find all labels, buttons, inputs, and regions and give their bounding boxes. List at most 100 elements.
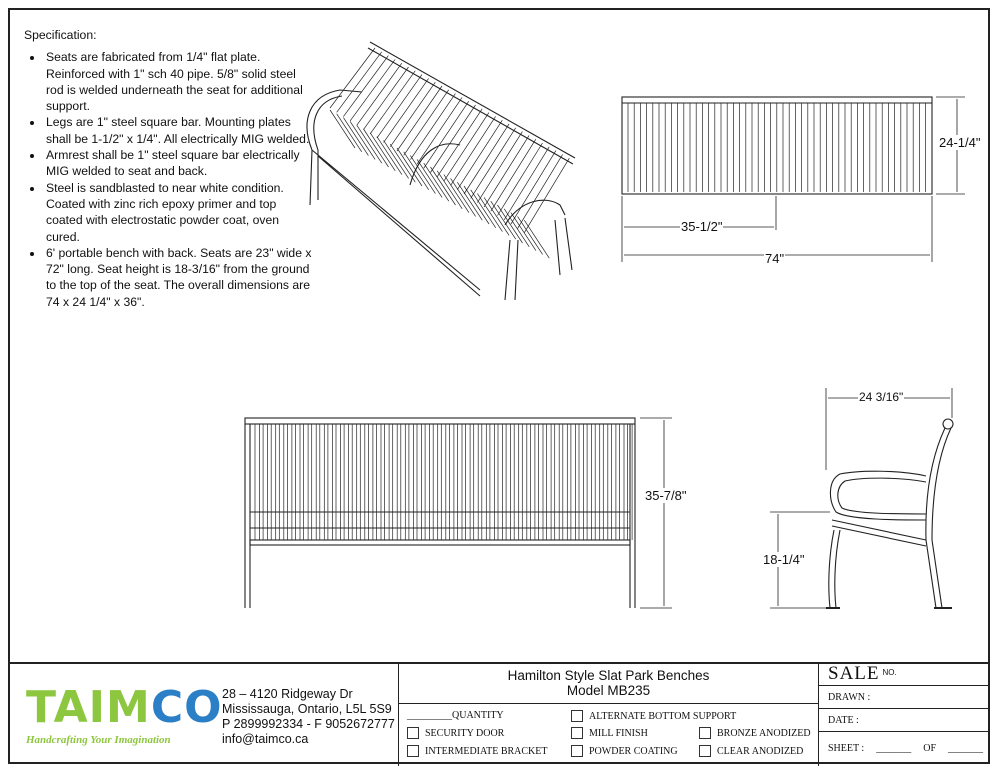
address-line: Mississauga, Ontario, L5L 5S9 bbox=[222, 702, 392, 716]
spec-item: Armrest shall be 1" steel square bar ele… bbox=[44, 147, 314, 180]
slat bbox=[436, 170, 463, 209]
slat bbox=[450, 116, 496, 186]
slat bbox=[343, 55, 389, 117]
slat bbox=[524, 158, 570, 233]
logo-text-blue: CO bbox=[150, 682, 223, 733]
slat bbox=[443, 112, 490, 182]
logo-tagline: Handcrafting Your Imagination bbox=[26, 734, 171, 746]
slat bbox=[416, 97, 463, 165]
slat bbox=[517, 216, 543, 255]
frame-line bbox=[367, 41, 576, 165]
slat bbox=[390, 144, 416, 183]
frame-line bbox=[309, 149, 481, 297]
slat bbox=[329, 47, 376, 109]
slat bbox=[510, 212, 537, 251]
slat bbox=[349, 121, 376, 160]
sale-number: SALE NO. bbox=[818, 663, 990, 686]
checkbox[interactable] bbox=[571, 745, 583, 757]
slat bbox=[356, 62, 403, 126]
sheet-border bbox=[8, 8, 990, 764]
option-intermediate-bracket[interactable]: INTERMEDIATE BRACKET bbox=[407, 745, 548, 757]
slat bbox=[390, 81, 436, 147]
slat bbox=[457, 182, 483, 221]
dim-top-length: 74" bbox=[764, 251, 786, 266]
side-view bbox=[770, 388, 954, 609]
slat bbox=[363, 66, 409, 130]
slat bbox=[356, 125, 383, 164]
address-line: 28 – 4120 Ridgeway Dr bbox=[222, 687, 353, 701]
checkbox[interactable] bbox=[699, 727, 711, 739]
option-clear-anodized[interactable]: CLEAR ANODIZED bbox=[699, 745, 803, 757]
frame-line bbox=[409, 143, 573, 276]
title-options: Hamilton Style Slat Park Benches Model M… bbox=[398, 664, 819, 766]
top-view bbox=[621, 96, 965, 262]
slat bbox=[503, 208, 530, 247]
slat bbox=[416, 159, 443, 198]
slat bbox=[490, 201, 517, 240]
checkbox[interactable] bbox=[407, 745, 419, 757]
slat bbox=[343, 117, 369, 156]
checkbox[interactable] bbox=[699, 745, 711, 757]
slat bbox=[403, 151, 429, 190]
dim-front-height: 35-7/8" bbox=[644, 488, 688, 503]
email: info@taimco.ca bbox=[222, 732, 309, 746]
checkbox[interactable] bbox=[571, 727, 583, 739]
slat bbox=[503, 146, 550, 220]
slat bbox=[363, 128, 389, 168]
slat bbox=[497, 204, 523, 244]
slat bbox=[376, 74, 423, 139]
option-alternate-bottom-support[interactable]: ALTERNATE BOTTOM SUPPORT bbox=[571, 710, 736, 722]
title-line: Hamilton Style Slat Park Benches bbox=[507, 668, 710, 683]
slat bbox=[524, 220, 550, 259]
slat bbox=[457, 120, 503, 190]
date-field[interactable]: DATE : bbox=[818, 709, 990, 732]
slat bbox=[369, 70, 416, 135]
slat bbox=[517, 154, 563, 229]
drawn-field[interactable]: DRAWN : bbox=[818, 686, 990, 709]
slat bbox=[443, 174, 470, 213]
checkbox[interactable] bbox=[571, 710, 583, 722]
slat bbox=[349, 59, 396, 122]
quantity-field[interactable]: _________QUANTITY bbox=[407, 710, 504, 721]
slat bbox=[410, 155, 436, 194]
slat bbox=[410, 93, 456, 160]
slat bbox=[483, 197, 510, 236]
option-bronze-anodized[interactable]: BRONZE ANODIZED bbox=[699, 727, 811, 739]
model-line: Model MB235 bbox=[566, 683, 651, 698]
spec-heading: Specification: bbox=[24, 28, 97, 42]
slat bbox=[423, 101, 470, 169]
dim-seat-height: 18-1/4" bbox=[762, 552, 806, 567]
slat bbox=[423, 163, 450, 202]
spec-item: Seats are fabricated from 1/4" flat plat… bbox=[44, 49, 314, 114]
taimco-logo: TAIMCO Handcrafting Your Imagination bbox=[26, 686, 223, 747]
sheet-field[interactable]: SHEET :_______OF_______ bbox=[828, 742, 984, 754]
option-powder-coating[interactable]: POWDER COATING bbox=[571, 745, 678, 757]
option-security-door[interactable]: SECURITY DOOR bbox=[407, 727, 504, 739]
slat bbox=[369, 132, 396, 171]
specification: Specification: Seats are fabricated from… bbox=[24, 27, 314, 310]
slat bbox=[477, 131, 523, 203]
slat bbox=[497, 142, 543, 216]
spec-item: 6' portable bench with back. Seats are 2… bbox=[44, 245, 314, 310]
bench-drawings bbox=[244, 41, 965, 609]
slat bbox=[430, 166, 456, 206]
slat bbox=[470, 127, 516, 199]
logo-text-green: TAIM bbox=[26, 682, 151, 733]
slat bbox=[329, 109, 356, 149]
slat bbox=[396, 147, 423, 187]
slat bbox=[430, 104, 476, 173]
checkbox[interactable] bbox=[407, 727, 419, 739]
dim-side-depth: 24 3/16" bbox=[858, 390, 905, 404]
drawing-title: Hamilton Style Slat Park Benches Model M… bbox=[399, 664, 818, 704]
spec-item: Steel is sandblasted to near white condi… bbox=[44, 180, 314, 245]
option-mill-finish[interactable]: MILL FINISH bbox=[571, 727, 648, 739]
slat bbox=[463, 185, 490, 225]
dim-top-depth: 24-1/4" bbox=[938, 135, 982, 150]
slat bbox=[490, 139, 537, 212]
phone-fax: P 2899992334 - F 9052672777 bbox=[222, 717, 395, 731]
sale-info: SALE NO. DRAWN : DATE : SHEET :_______OF… bbox=[818, 663, 990, 766]
isometric-view bbox=[306, 41, 576, 301]
slat bbox=[376, 136, 403, 175]
slat bbox=[336, 113, 362, 152]
slat bbox=[436, 108, 483, 177]
